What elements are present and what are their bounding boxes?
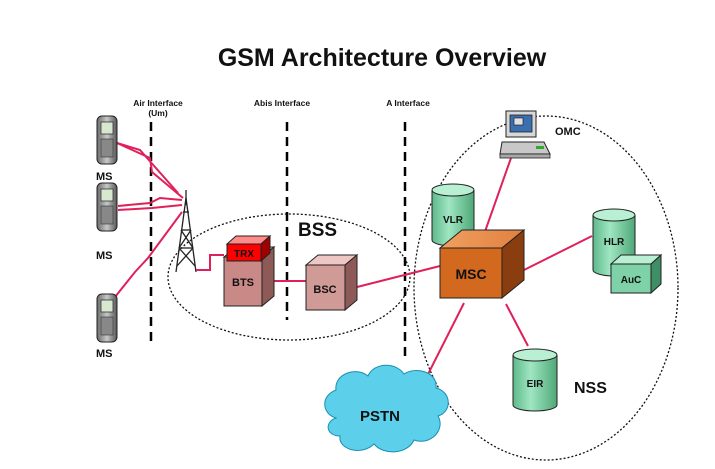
ms-label: MS <box>96 250 113 262</box>
bts-label: BTS <box>232 277 254 289</box>
hlr-label: HLR <box>604 237 625 248</box>
link-msc-omc <box>481 157 512 241</box>
antenna-tower-icon <box>175 190 197 273</box>
radio-link-ms-2 <box>117 196 183 207</box>
nss-group-boundary <box>413 115 679 461</box>
radio-link-ms-3 <box>114 211 183 298</box>
pstn-cloud-icon <box>324 364 449 453</box>
link-msc-eir <box>505 303 529 347</box>
vlr-label: VLR <box>443 215 464 226</box>
bsc-label: BSC <box>313 284 336 296</box>
a-interface-label: A Interface <box>386 98 430 108</box>
auc-node <box>609 253 663 295</box>
omc-computer-icon <box>499 110 551 159</box>
bss-group-label: BSS <box>298 220 337 241</box>
air-interface-sublabel: (Um) <box>148 108 168 118</box>
omc-label: OMC <box>555 126 581 138</box>
ms-label: MS <box>96 348 113 360</box>
radio-link-ms-2b <box>117 204 183 211</box>
page-title: GSM Architecture Overview <box>218 44 547 72</box>
trx-module <box>225 234 272 263</box>
ms-label: MS <box>96 171 113 183</box>
mobile-station-icon <box>96 293 118 343</box>
msc-label: MSC <box>455 266 486 282</box>
air-interface-label: Air Interface <box>133 98 183 108</box>
abis-interface-label: Abis Interface <box>254 98 310 108</box>
radio-link-ms-1 <box>116 142 184 199</box>
link-bsc-msc <box>356 265 441 288</box>
msc-node <box>438 228 526 300</box>
radio-link-ms-1b <box>116 142 179 194</box>
bsc-node <box>304 253 359 312</box>
mobile-station-icon <box>96 182 118 232</box>
nss-group-label: NSS <box>574 380 607 397</box>
bss-group-boundary <box>167 213 411 341</box>
trx-label: TRX <box>234 249 254 260</box>
radio-links <box>114 142 184 298</box>
link-antenna-bts <box>196 254 224 271</box>
eir-database-icon <box>512 348 558 412</box>
auc-label: AuC <box>621 275 642 286</box>
pstn-label: PSTN <box>360 408 400 425</box>
link-msc-hlr <box>523 235 593 271</box>
eir-label: EIR <box>527 379 544 390</box>
mobile-station-icon <box>96 115 118 165</box>
